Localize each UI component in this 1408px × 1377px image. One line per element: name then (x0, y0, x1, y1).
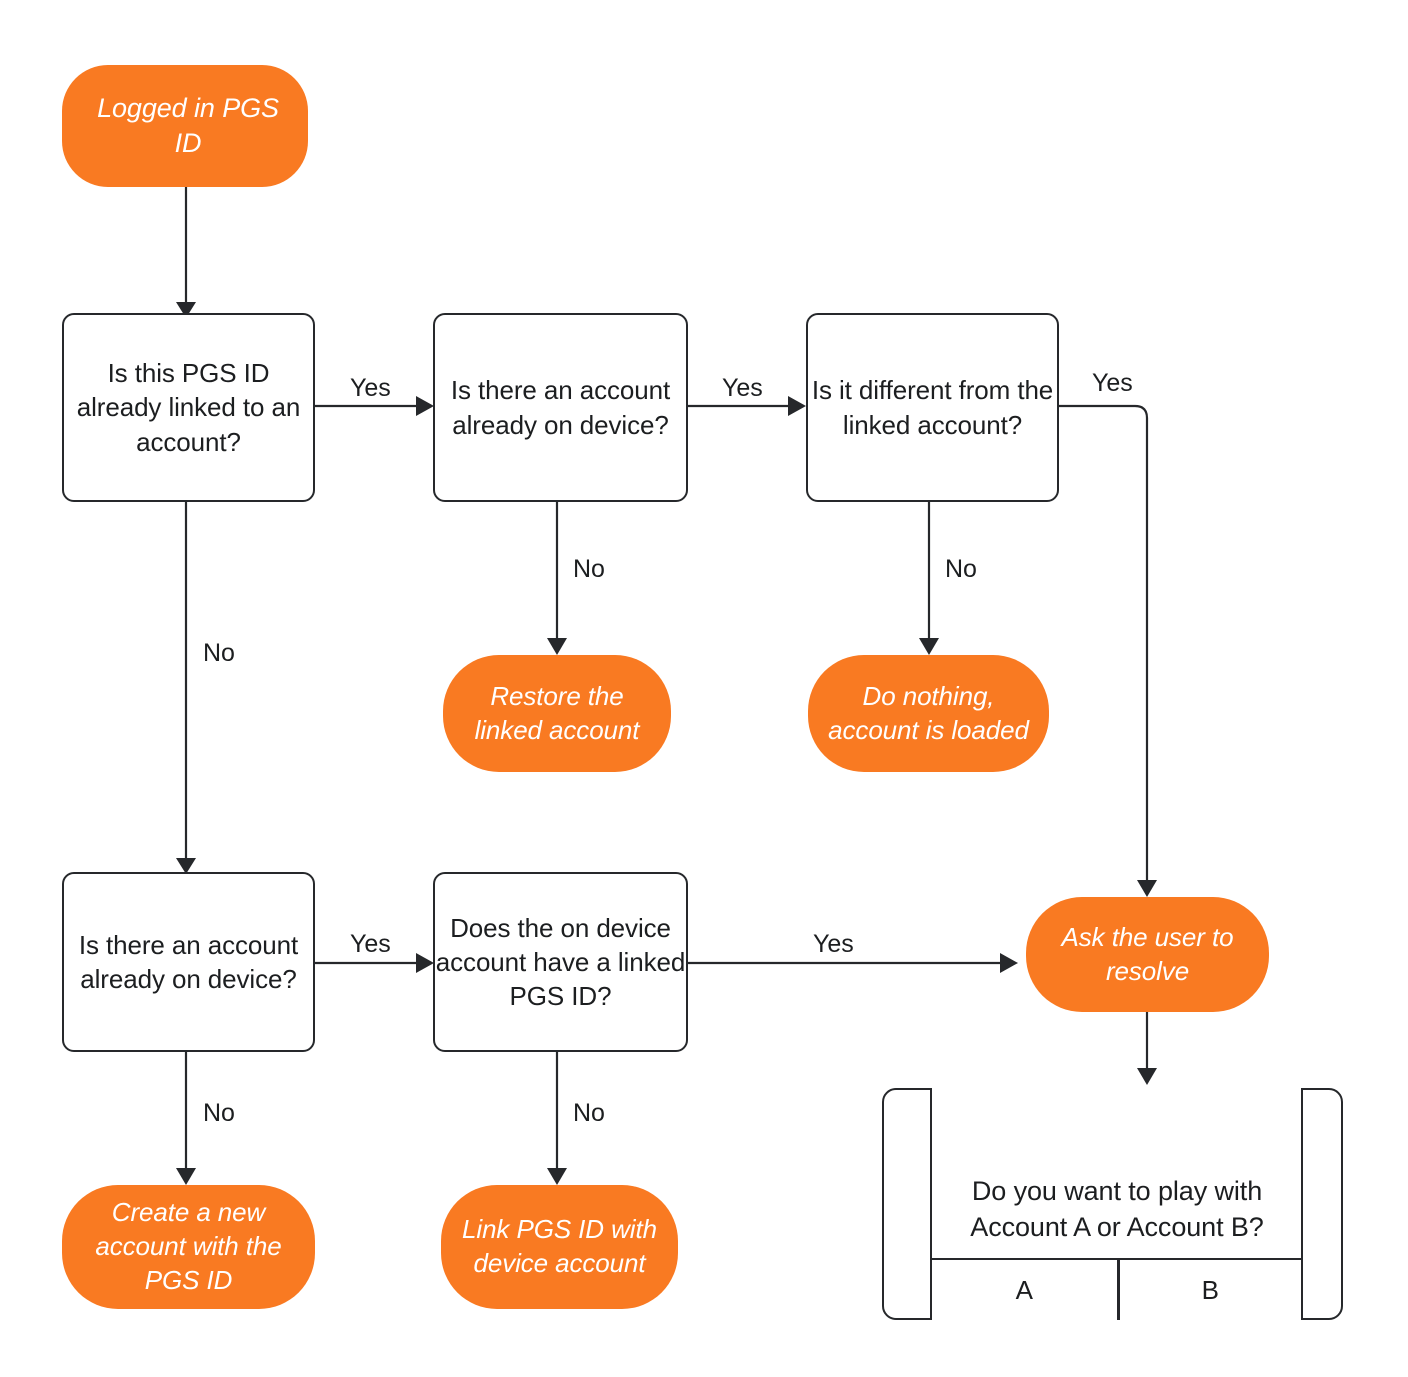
edge-ask-to-dialog (1137, 1012, 1157, 1085)
dialog-mockup: Do you want to play with Account A or Ac… (882, 1088, 1343, 1320)
edge-d3-no-to-donothing (919, 502, 939, 655)
edge-label-d3-yes: Yes (1092, 369, 1133, 397)
edge-label-d5-no: No (573, 1099, 605, 1127)
node-start-logged-in[interactable]: Logged in PGS ID (62, 65, 308, 187)
edge-d4-no-to-create (176, 1051, 196, 1185)
node-terminal-restore-linked-account[interactable]: Restore the linked account (443, 655, 671, 772)
edge-label-d2-yes: Yes (722, 374, 763, 402)
edge-d1-no-to-d4 (176, 502, 196, 874)
dialog-button-row: A B (932, 1258, 1301, 1320)
node-terminal-ask-user-to-resolve[interactable]: Ask the user to resolve (1026, 897, 1269, 1012)
dialog-message-text: Do you want to play with Account A or Ac… (970, 1176, 1264, 1242)
dialog-button-a[interactable]: A (1015, 1274, 1033, 1305)
node-decision-account-on-device-top[interactable]: Is there an account already on device? (433, 313, 688, 502)
node-terminal-link-pgs-id-device-account[interactable]: Link PGS ID with device account (441, 1185, 678, 1309)
node-decision-pgs-id-linked[interactable]: Is this PGS ID already linked to an acco… (62, 313, 315, 502)
edge-label-d4-yes: Yes (350, 930, 391, 958)
edge-label-d2-no: No (573, 555, 605, 583)
node-decision-different-from-linked[interactable]: Is it different from the linked account? (806, 313, 1059, 502)
node-decision-account-on-device-bottom[interactable]: Is there an account already on device? (62, 872, 315, 1052)
edge-d5-no-to-link (547, 1051, 567, 1185)
edge-label-d4-no: No (203, 1099, 235, 1127)
edge-label-d1-no: No (203, 639, 235, 667)
edge-label-d1-yes: Yes (350, 374, 391, 402)
edge-d2-yes-to-d3 (688, 396, 806, 416)
edge-d3-yes-to-ask (1059, 404, 1157, 897)
node-terminal-do-nothing-account-loaded[interactable]: Do nothing, account is loaded (808, 655, 1049, 772)
edge-label-d3-no: No (945, 555, 977, 583)
node-terminal-create-new-account[interactable]: Create a new account with the PGS ID (62, 1185, 315, 1309)
edge-d1-yes-to-d2 (315, 396, 434, 416)
edge-d4-yes-to-d5 (315, 953, 434, 973)
edge-start-to-d1 (176, 186, 196, 318)
edge-d5-yes-to-ask (688, 953, 1018, 973)
edge-d2-no-to-restore (547, 502, 567, 655)
edge-label-d5-yes: Yes (813, 930, 854, 958)
dialog-button-b[interactable]: B (1116, 1260, 1302, 1320)
node-decision-device-account-has-linked-pgs-id[interactable]: Does the on device account have a linked… (433, 872, 688, 1052)
